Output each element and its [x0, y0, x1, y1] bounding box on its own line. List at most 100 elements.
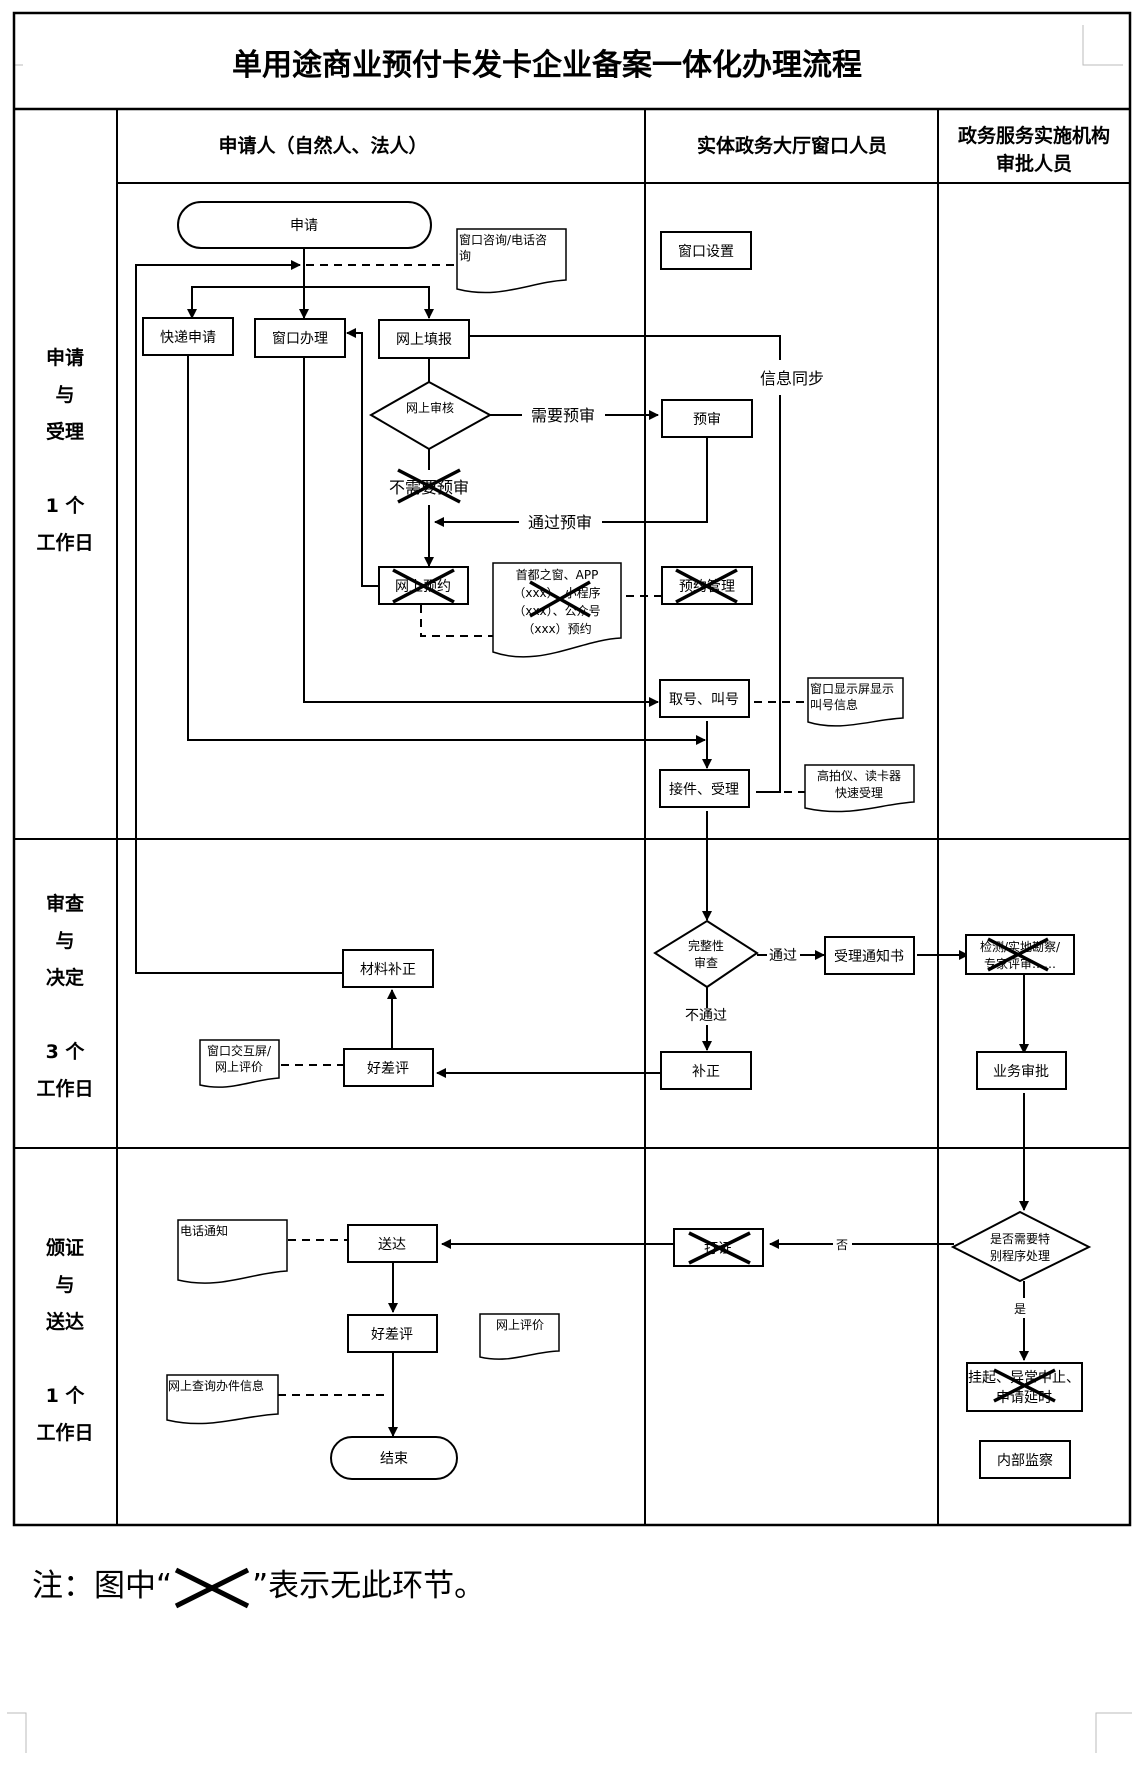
booking-channels-document: 首都之窗、APP （xxx）、小程序 （xxx）、公众号 （xxx）预约	[492, 562, 622, 658]
phase-days: 1 个	[46, 1385, 86, 1407]
phase-line: 申请	[46, 346, 84, 369]
phase-line: 决定	[46, 966, 84, 989]
info-sync-label: 信息同步	[760, 369, 824, 388]
phase-line: 审查	[46, 892, 85, 915]
completeness-label: 审查	[694, 955, 718, 970]
window-setup-box: 窗口设置	[660, 231, 752, 270]
start-label: 申请	[290, 218, 318, 234]
cross-mark-icon	[174, 1567, 250, 1608]
no-pre-review-crossed: 不需要预审	[385, 468, 475, 504]
end-terminal: 结束	[330, 1436, 458, 1480]
window-handle-label: 窗口办理	[272, 330, 328, 347]
window-handle-box: 窗口办理	[254, 318, 346, 358]
online-review-label: 网上审核	[406, 400, 454, 415]
booking-mgmt-box-crossed: 预约管理	[661, 566, 753, 605]
print-cert-box-crossed: 打证	[673, 1228, 764, 1267]
start-terminal: 申请	[177, 201, 432, 249]
internal-supervision-box: 内部监察	[979, 1440, 1071, 1479]
booking-doc-line: 首都之窗、APP	[516, 568, 599, 582]
phase-days: 工作日	[36, 1421, 93, 1444]
take-number-box: 取号、叫号	[659, 679, 750, 718]
rating-box-review: 好差评	[343, 1048, 434, 1087]
supplement-label: 补正	[692, 1064, 720, 1080]
yes-label: 是	[1014, 1302, 1026, 1316]
deliver-label: 送达	[378, 1237, 406, 1253]
completeness-label: 完整性	[688, 938, 724, 953]
phase-days: 工作日	[36, 1077, 93, 1100]
special-procedure-label: 别程序处理	[990, 1248, 1050, 1263]
accept-notice-box: 受理通知书	[824, 936, 915, 975]
online-rating-label: 网上评价	[496, 1318, 544, 1332]
fail-label: 不通过	[685, 1008, 727, 1024]
completeness-check-diamond: 完整性 审查	[653, 919, 759, 989]
screen-doc-line: 叫号信息	[810, 697, 858, 712]
lane-header-applicant: 申请人（自然人、法人）	[218, 134, 427, 157]
cross-mark-icon	[675, 568, 738, 604]
phase-line: 受理	[46, 420, 84, 443]
pass-pre-review-label: 通过预审	[528, 513, 592, 532]
phase-apply-accept: 申请 与 受理 1 个 工作日	[36, 346, 93, 554]
business-approval-label: 业务审批	[993, 1064, 1049, 1080]
express-apply-label: 快递申请	[160, 330, 216, 346]
supplement-box: 补正	[660, 1051, 752, 1090]
phone-notice-document: 电话通知	[177, 1219, 288, 1284]
consult-document: 窗口咨询/电话咨 询	[456, 228, 567, 294]
page-title: 单用途商业预付卡发卡企业备案一体化办理流程	[232, 48, 862, 83]
inspection-box-crossed: 检测/实地勘察/ 专家评审……	[965, 934, 1075, 975]
rating-doc-line: 窗口交互屏/	[207, 1043, 272, 1058]
pre-review-box: 预审	[661, 399, 753, 438]
special-procedure-diamond: 是否需要特 别程序处理	[950, 1210, 1092, 1283]
phase-line: 与	[55, 384, 74, 406]
special-procedure-label: 是否需要特	[990, 1231, 1050, 1246]
consult-doc-line: 窗口咨询/电话咨	[459, 232, 547, 247]
screen-display-document: 窗口显示屏显示 叫号信息	[807, 677, 904, 727]
window-setup-label: 窗口设置	[678, 243, 734, 260]
phase-line: 与	[55, 1274, 74, 1296]
take-number-label: 取号、叫号	[669, 692, 739, 708]
rating-label: 好差评	[367, 1061, 409, 1077]
online-rating-document: 网上评价	[479, 1313, 560, 1360]
accept-box: 接件、受理	[659, 769, 750, 808]
lane-header-approver-line2: 审批人员	[996, 152, 1072, 175]
end-label: 结束	[380, 1451, 408, 1467]
lane-header-approver-line1: 政务服务实施机构	[958, 124, 1110, 147]
phase-line: 与	[55, 930, 74, 952]
suspend-label: 申请延时	[996, 1390, 1052, 1406]
material-supplement-box: 材料补正	[342, 949, 434, 988]
online-query-document: 网上查询办件信息	[166, 1374, 279, 1425]
online-fill-label: 网上填报	[396, 332, 452, 348]
cross-mark-icon	[688, 1231, 751, 1265]
phase-issue-deliver: 颁证 与 送达 1 个 工作日	[36, 1236, 93, 1444]
dashed-connectors	[278, 264, 808, 1396]
cross-mark-icon	[397, 468, 461, 504]
online-review-diamond: 网上审核	[369, 380, 493, 451]
legend-note-prefix: 注：图中“	[32, 1568, 173, 1604]
phase-days: 3 个	[46, 1041, 86, 1063]
cross-mark-icon	[392, 568, 455, 604]
rating-doc-line: 网上评价	[215, 1060, 263, 1074]
scanner-doc-line: 快速受理	[835, 786, 883, 800]
rating-box-delivery: 好差评	[347, 1314, 438, 1353]
legend-note: 注：图中“”表示无此环节。	[32, 1560, 485, 1610]
material-supplement-label: 材料补正	[360, 962, 416, 978]
lane-header-window-staff: 实体政务大厅窗口人员	[697, 134, 887, 157]
deliver-box: 送达	[347, 1224, 438, 1263]
consult-doc-line: 询	[459, 249, 471, 263]
cross-mark-icon	[987, 937, 1049, 972]
accept-label: 接件、受理	[669, 781, 739, 798]
suspend-label: 挂起、异常中止、	[968, 1370, 1080, 1386]
screen-doc-line: 窗口显示屏显示	[810, 682, 894, 696]
no-label: 否	[836, 1238, 848, 1252]
online-query-label: 网上查询办件信息	[168, 1378, 264, 1393]
page-corner-marks	[7, 25, 1132, 1753]
scanner-document: 高拍仪、读卡器 快速受理	[804, 764, 915, 813]
cross-mark-icon	[529, 580, 591, 618]
booking-doc-line: （xxx）预约	[522, 621, 591, 636]
express-apply-box: 快递申请	[142, 317, 234, 356]
online-fill-box: 网上填报	[378, 319, 470, 359]
phone-notice-label: 电话通知	[180, 1224, 228, 1238]
internal-supervision-label: 内部监察	[997, 1452, 1053, 1469]
phase-line: 颁证	[46, 1236, 84, 1259]
phase-review-decide: 审查 与 决定 3 个 工作日	[36, 892, 93, 1100]
